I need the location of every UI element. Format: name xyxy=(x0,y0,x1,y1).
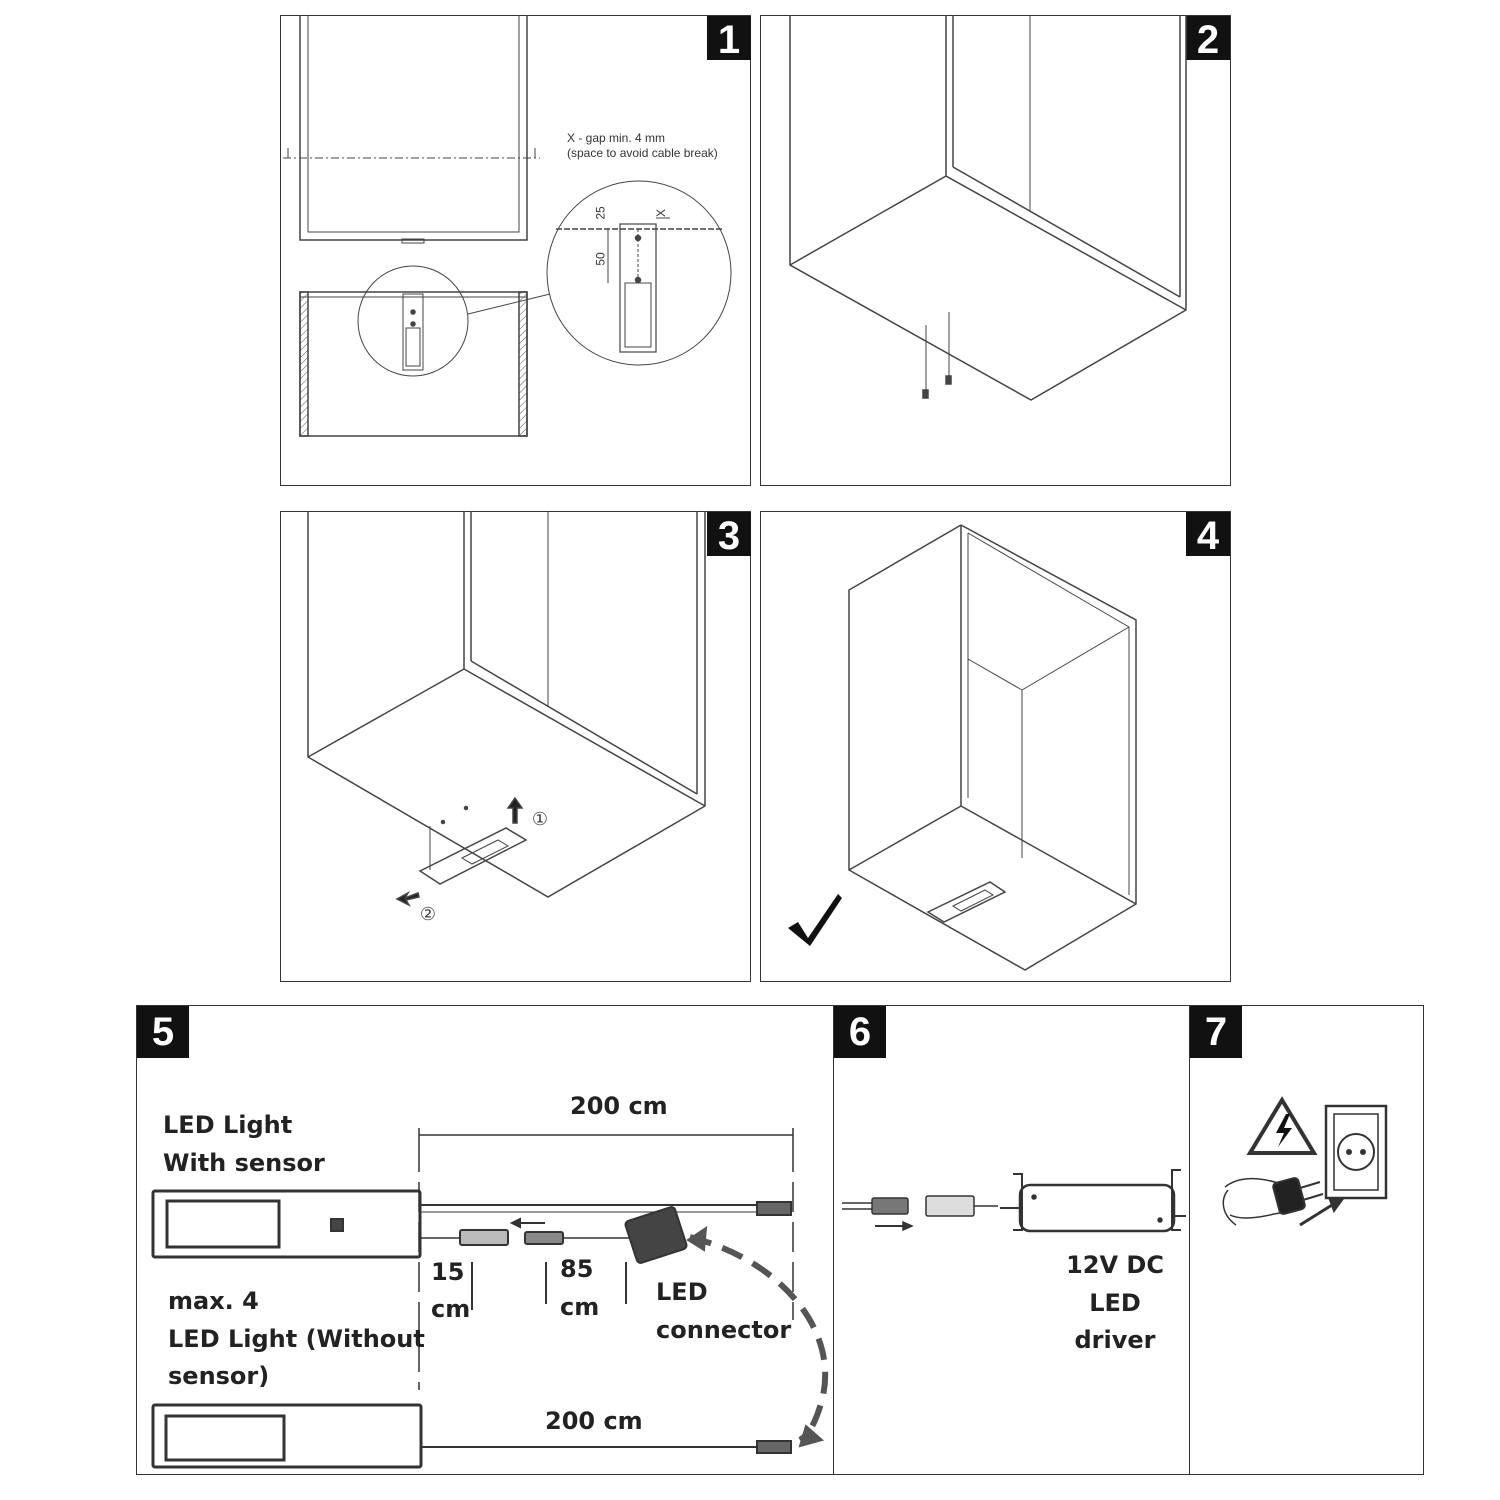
checkmark-icon xyxy=(788,894,842,946)
cable-length-top: 200 cm xyxy=(570,1092,668,1120)
cable-length-bottom: 200 cm xyxy=(545,1407,643,1435)
step-5-number: 5 xyxy=(137,1006,189,1058)
wall-socket-icon xyxy=(1324,1104,1388,1200)
step-6-number: 6 xyxy=(834,1006,886,1058)
length-85-number: 85 xyxy=(560,1255,594,1283)
dimension-25: 25 xyxy=(593,206,608,220)
length-15-unit: cm xyxy=(431,1295,471,1323)
step-6-driver-diagram xyxy=(842,1169,1186,1233)
led-with-sensor-label-line-2: With sensor xyxy=(163,1149,325,1177)
driver-label-line-3: driver xyxy=(1074,1326,1156,1354)
step-1-number: 1 xyxy=(707,16,751,62)
step-2-number: 2 xyxy=(1186,16,1230,62)
step-1-cabinet-section xyxy=(299,180,732,437)
led-light-without-sensor xyxy=(151,1403,423,1469)
step-1-cabinet-front xyxy=(283,15,540,244)
step-7-panel xyxy=(1189,1005,1424,1475)
male-plug xyxy=(459,1229,509,1246)
step-3-arrow-2-label: ② xyxy=(420,904,436,925)
step-3-arrow-1-label: ① xyxy=(532,809,548,830)
gap-note-line-1: X - gap min. 4 mm xyxy=(567,131,666,145)
step-4-cabinet-perspective xyxy=(848,524,1137,971)
led-connector-label-line-2: connector xyxy=(656,1316,792,1344)
led-driver-box xyxy=(1018,1183,1176,1233)
step-3-cabinet-perspective xyxy=(307,511,706,907)
step-3-panel xyxy=(280,511,751,982)
step-1-panel xyxy=(280,15,751,486)
female-plug xyxy=(524,1231,564,1245)
gap-note-line-2: (space to avoid cable break) xyxy=(567,146,718,160)
driver-label-line-1: 12V DC xyxy=(1066,1251,1164,1279)
led-with-sensor-label-line-1: LED Light xyxy=(163,1111,293,1139)
step-2-cabinet-perspective xyxy=(789,15,1187,401)
led-light-with-sensor xyxy=(151,1189,422,1259)
dimension-x: X xyxy=(654,208,669,218)
step-7-plug-in xyxy=(1222,1096,1388,1227)
step-2-panel xyxy=(760,15,1231,486)
step-4-number: 4 xyxy=(1186,512,1230,558)
length-85-unit: cm xyxy=(560,1293,600,1321)
led-connector-label-line-1: LED xyxy=(656,1278,708,1306)
plug-icon xyxy=(1222,1177,1344,1227)
step-3-number: 3 xyxy=(707,512,751,558)
max-lights-line-1: max. 4 xyxy=(168,1287,259,1315)
length-15-number: 15 xyxy=(431,1258,465,1286)
step-5-wiring-diagram xyxy=(151,1128,829,1469)
step-3-arrow-labels: ① ② xyxy=(420,809,548,925)
driver-socket xyxy=(925,1195,975,1217)
max-lights-line-2: LED Light (Without xyxy=(168,1325,425,1353)
warning-electric-icon xyxy=(1246,1096,1318,1155)
step-6-panel xyxy=(833,1005,1190,1475)
max-lights-line-3: sensor) xyxy=(168,1362,270,1390)
driver-plug xyxy=(871,1197,909,1215)
driver-label-line-2: LED xyxy=(1089,1289,1141,1317)
step-4-panel xyxy=(760,511,1231,982)
sensor-icon xyxy=(330,1218,344,1232)
dimension-50: 50 xyxy=(593,252,608,266)
led-connector xyxy=(624,1206,688,1264)
step-7-number: 7 xyxy=(1190,1006,1242,1058)
